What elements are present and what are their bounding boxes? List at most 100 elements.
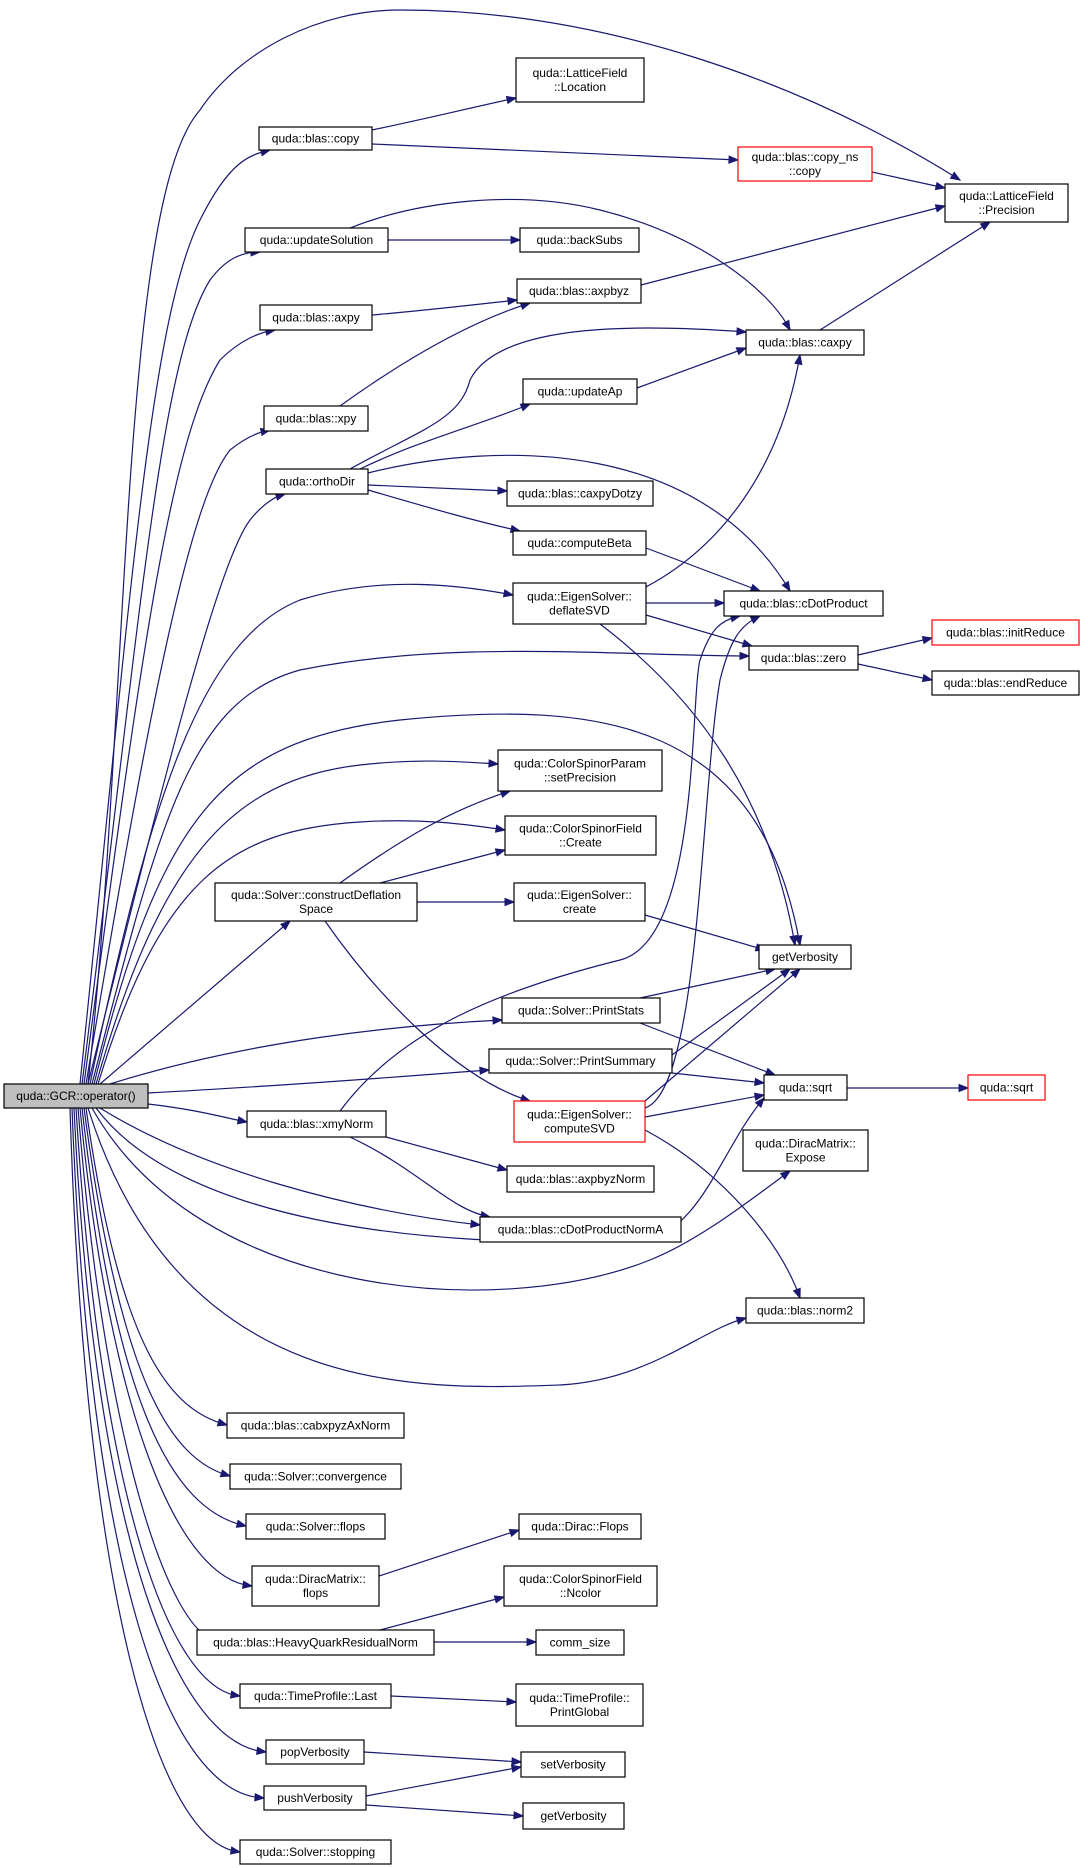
edge-line [81, 251, 261, 1085]
node-box [251, 1565, 380, 1607]
node-init-reduce[interactable]: quda::blas::initReduce [931, 619, 1080, 646]
node-root[interactable]: quda::GCR::operator() [3, 1083, 149, 1109]
node-box [513, 1100, 646, 1143]
edge-line [871, 171, 946, 189]
edge-root-to-cdot_product_norm_a [99, 1107, 482, 1229]
node-dirac-expose[interactable]: quda::DiracMatrix::Expose [742, 1129, 869, 1172]
node-blas-zero[interactable]: quda::blas::zero [748, 645, 859, 671]
edge-root-to-dirac_expose [91, 1107, 792, 1291]
node-solver-flops[interactable]: quda::Solver::flops [245, 1513, 386, 1540]
node-eigen-create[interactable]: quda::EigenSolver::create [513, 882, 646, 922]
node-update-solution[interactable]: quda::updateSolution [244, 227, 389, 253]
node-cdot-product[interactable]: quda::blas::cDotProduct [723, 590, 884, 617]
edge-arrowhead [735, 347, 748, 356]
node-print-summary[interactable]: quda::Solver::PrintSummary [488, 1048, 673, 1074]
node-lf-location[interactable]: quda::LatticeField::Location [515, 57, 645, 103]
edge-line [91, 650, 750, 1085]
node-dirac-matrix-flops[interactable]: quda::DiracMatrix::flops [251, 1565, 380, 1607]
node-box [737, 146, 873, 182]
node-axpbyz[interactable]: quda::blas::axpbyz [516, 278, 642, 304]
edge-line [857, 663, 933, 681]
edge-line [371, 97, 517, 131]
edge-line [857, 637, 933, 656]
edge-arrowhead [229, 1690, 242, 1699]
node-label: quda::ColorSpinorField [519, 822, 642, 836]
edge-line [75, 1107, 241, 1697]
node-label: quda::blas::axpbyzNorm [516, 1172, 645, 1186]
node-box [520, 1751, 626, 1778]
node-label: create [563, 902, 597, 916]
node-get-verbosity-1[interactable]: getVerbosity [758, 944, 852, 970]
node-label: quda::Solver::convergence [244, 1470, 387, 1484]
node-copy-ns[interactable]: quda::blas::copy_ns::copy [737, 146, 873, 182]
node-time-profile-last[interactable]: quda::TimeProfile::Last [239, 1683, 392, 1709]
edge-arrowhead [470, 1219, 482, 1229]
edge-root-to-blas_zero [91, 650, 751, 1085]
node-csp-set-precision[interactable]: quda::ColorSpinorParam::setPrecision [497, 749, 663, 792]
node-pop-verbosity[interactable]: popVerbosity [265, 1739, 365, 1765]
node-dirac-flops[interactable]: quda::Dirac::Flops [518, 1513, 642, 1540]
node-deflate-svd[interactable]: quda::EigenSolver::deflateSVD [512, 582, 647, 625]
node-compute-svd[interactable]: quda::EigenSolver::computeSVD [513, 1100, 646, 1143]
node-solver-convergence[interactable]: quda::Solver::convergence [229, 1463, 402, 1490]
node-blas-copy[interactable]: quda::blas::copy [258, 126, 373, 151]
edge-arrowhead [781, 319, 791, 332]
node-cabxpyz-ax-norm[interactable]: quda::blas::cabxpyzAxNorm [226, 1412, 405, 1439]
edge-arrowhead [979, 221, 992, 231]
node-cdot-product-norm-a[interactable]: quda::blas::cDotProductNormA [479, 1216, 682, 1243]
edge-pop_verbosity-to-set_verbosity [363, 1751, 523, 1766]
node-print-stats[interactable]: quda::Solver::PrintStats [501, 997, 661, 1024]
node-csf-create[interactable]: quda::ColorSpinorField::Create [504, 815, 657, 856]
node-back-subs[interactable]: quda::backSubs [519, 227, 640, 253]
edge-hq_residual_norm-to-comm_size [434, 1637, 538, 1647]
node-caxpy[interactable]: quda::blas::caxpy [745, 329, 865, 356]
node-box [196, 1629, 435, 1656]
edge-copy_ns-to-lf_precision [871, 171, 947, 191]
edge-arrowhead [513, 1811, 525, 1820]
edge-arrowhead [728, 155, 740, 164]
node-quda-sqrt-1[interactable]: quda::sqrt [763, 1074, 848, 1101]
edge-arrowhead [254, 1793, 266, 1802]
edge-line [819, 221, 991, 331]
edge-arrowhead [790, 968, 802, 979]
node-label: quda::blas::norm2 [757, 1304, 853, 1318]
edge-line [324, 920, 531, 1102]
edge-line [359, 403, 531, 470]
node-label: quda::blas::xpy [276, 412, 357, 426]
node-xmy-norm[interactable]: quda::blas::xmyNorm [246, 1110, 387, 1138]
node-label: Space [299, 902, 333, 916]
node-lf-precision[interactable]: quda::LatticeField::Precision [944, 183, 1069, 223]
node-ortho-dir[interactable]: quda::orthoDir [265, 468, 369, 495]
edge-arrowhead [493, 1595, 506, 1604]
node-push-verbosity[interactable]: pushVerbosity [263, 1785, 367, 1811]
node-box [258, 126, 373, 151]
edge-line [99, 920, 291, 1085]
node-get-verbosity-2[interactable]: getVerbosity [522, 1802, 625, 1830]
node-axpbyz-norm[interactable]: quda::blas::axpbyzNorm [506, 1165, 655, 1193]
edge-line [73, 1107, 267, 1753]
node-box [263, 1785, 367, 1811]
node-quda-sqrt-2[interactable]: quda::sqrt [967, 1074, 1046, 1101]
node-set-verbosity[interactable]: setVerbosity [520, 1751, 626, 1778]
node-compute-beta[interactable]: quda::computeBeta [512, 530, 647, 556]
edge-line [599, 623, 796, 946]
edge-line [97, 820, 506, 1085]
node-end-reduce[interactable]: quda::blas::endReduce [931, 670, 1080, 696]
edge-arrowhead [492, 1016, 504, 1025]
node-hq-residual-norm[interactable]: quda::blas::HeavyQuarkResidualNorm [196, 1629, 435, 1656]
edge-root-to-dirac_matrix_flops [79, 1107, 254, 1589]
node-blas-axpy[interactable]: quda::blas::axpy [259, 304, 373, 331]
node-norm2[interactable]: quda::blas::norm2 [745, 1297, 865, 1324]
node-label: quda::EigenSolver:: [527, 590, 632, 604]
node-csf-ncolor[interactable]: quda::ColorSpinorField::Ncolor [503, 1565, 658, 1607]
edge-line [69, 1107, 241, 1853]
node-blas-xpy[interactable]: quda::blas::xpy [263, 405, 369, 432]
node-caxpy-dotzy[interactable]: quda::blas::caxpyDotzy [506, 480, 654, 507]
node-solver-stopping[interactable]: quda::Solver::stopping [239, 1839, 392, 1865]
node-update-ap[interactable]: quda::updateAp [522, 378, 638, 405]
node-print-global[interactable]: quda::TimeProfile::PrintGlobal [515, 1683, 644, 1727]
node-comm-size[interactable]: comm_size [535, 1629, 625, 1656]
edge-arrowhead [754, 1096, 765, 1109]
edge-ortho_dir-to-caxpy [349, 327, 748, 470]
